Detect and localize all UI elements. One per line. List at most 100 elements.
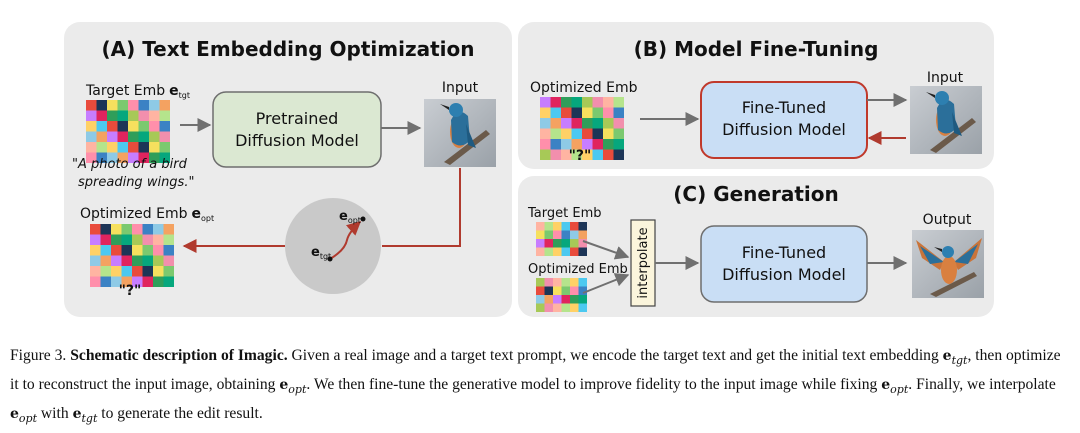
embedding-cell	[544, 278, 553, 287]
embedding-cell	[592, 139, 603, 150]
embedding-cell	[613, 97, 624, 108]
embedding-cell	[128, 121, 139, 132]
panel-c: (C) Generation Target Emb Optimized Emb …	[518, 176, 994, 317]
interpolate-label: interpolate	[636, 227, 651, 298]
input-label-b: Input	[927, 70, 964, 86]
embedding-cell	[553, 222, 562, 231]
embedding-cell	[570, 247, 579, 256]
embedding-cell	[561, 118, 572, 129]
embedding-cell	[121, 245, 132, 256]
embedding-cell	[550, 139, 561, 150]
finetuned-model-c-line1: Fine-Tuned	[742, 243, 826, 262]
math-e-opt-3: eopt	[10, 405, 38, 425]
embedding-cell	[544, 303, 553, 312]
embedding-cell	[561, 128, 572, 139]
embedding-cell	[553, 303, 562, 312]
input-label-a: Input	[442, 80, 479, 96]
panel-a: (A) Text Embedding Optimization Target E…	[64, 22, 512, 317]
embedding-cell	[570, 295, 579, 304]
optimized-embedding-grid-b	[540, 97, 624, 160]
embedding-cell	[90, 234, 101, 245]
embedding-cell	[570, 286, 579, 295]
embedding-cell	[582, 149, 593, 160]
embedding-cell	[550, 128, 561, 139]
embedding-cell	[578, 286, 587, 295]
math-e-tgt-1: etgt	[942, 348, 968, 367]
output-bird-image	[912, 230, 984, 298]
embedding-cell	[138, 152, 149, 163]
embedding-cell	[613, 118, 624, 129]
embedding-cell	[90, 266, 101, 277]
embedding-cell	[153, 245, 164, 256]
embedding-cell	[142, 224, 153, 235]
embedding-cell	[90, 255, 101, 266]
embedding-cell	[121, 224, 132, 235]
embedding-cell	[578, 239, 587, 248]
embedding-cell	[561, 295, 570, 304]
embedding-cell	[163, 266, 174, 277]
pretrained-model-line1: Pretrained	[256, 109, 339, 128]
finetuned-model-b-line2: Diffusion Model	[722, 120, 846, 139]
pretrained-model-box	[212, 91, 382, 168]
embedding-cell	[571, 118, 582, 129]
embedding-cell	[96, 110, 107, 121]
embedding-cell	[536, 222, 545, 231]
embedding-cell	[163, 245, 174, 256]
embedding-cell	[582, 118, 593, 129]
embedding-cell	[578, 303, 587, 312]
embedding-cell	[550, 97, 561, 108]
embedding-cell	[117, 110, 128, 121]
output-label: Output	[923, 212, 972, 228]
input-bird-image-a	[424, 99, 496, 167]
caption-bold-title: Schematic description of Imagic.	[70, 347, 288, 364]
embedding-cell	[132, 245, 143, 256]
embedding-cell	[550, 118, 561, 129]
arrow-red-feedback-a	[382, 168, 461, 247]
embedding-cell	[603, 149, 614, 160]
embedding-cell	[121, 234, 132, 245]
embedding-cell	[153, 255, 164, 266]
embedding-cell	[553, 247, 562, 256]
embedding-cell	[117, 121, 128, 132]
embedding-cell	[553, 295, 562, 304]
embedding-cell	[90, 224, 101, 235]
embedding-cell	[571, 107, 582, 118]
arrow-opt-to-interpolate	[582, 273, 630, 294]
embedding-cell	[613, 128, 624, 139]
embedding-cell	[582, 97, 593, 108]
finetuned-model-b-line1: Fine-Tuned	[742, 98, 826, 117]
embedding-cell	[571, 128, 582, 139]
embedding-cell	[121, 276, 132, 287]
embedding-cell	[107, 152, 118, 163]
embedding-cell	[96, 131, 107, 142]
embedding-cell	[153, 234, 164, 245]
embedding-cell	[553, 239, 562, 248]
embedding-cell	[107, 100, 118, 111]
embedding-cell	[153, 224, 164, 235]
imagic-diagram: (A) Text Embedding Optimization Target E…	[64, 22, 994, 317]
embedding-cell	[578, 278, 587, 287]
embedding-cell	[138, 121, 149, 132]
question-mark-b: "?"	[569, 148, 592, 164]
embedding-cell	[132, 266, 143, 277]
embedding-cell	[163, 224, 174, 235]
embedding-cell	[603, 118, 614, 129]
embedding-cell	[571, 139, 582, 150]
embedding-cell	[544, 247, 553, 256]
embedding-cell	[100, 255, 111, 266]
prompt-text-line2: spreading wings."	[78, 175, 194, 190]
embedding-cell	[582, 128, 593, 139]
optimization-trajectory	[329, 221, 362, 260]
embedding-cell	[107, 131, 118, 142]
embedding-cell	[561, 286, 570, 295]
embedding-cell	[536, 295, 545, 304]
embedding-cell	[578, 230, 587, 239]
embedding-cell	[540, 97, 551, 108]
target-emb-label-c: Target Emb	[527, 206, 601, 221]
panel-b: (B) Model Fine-Tuning Optimized Emb "?" …	[518, 22, 994, 169]
embedding-cell	[96, 100, 107, 111]
embedding-cell	[111, 266, 122, 277]
embedding-cell	[121, 255, 132, 266]
embedding-cell	[536, 278, 545, 287]
